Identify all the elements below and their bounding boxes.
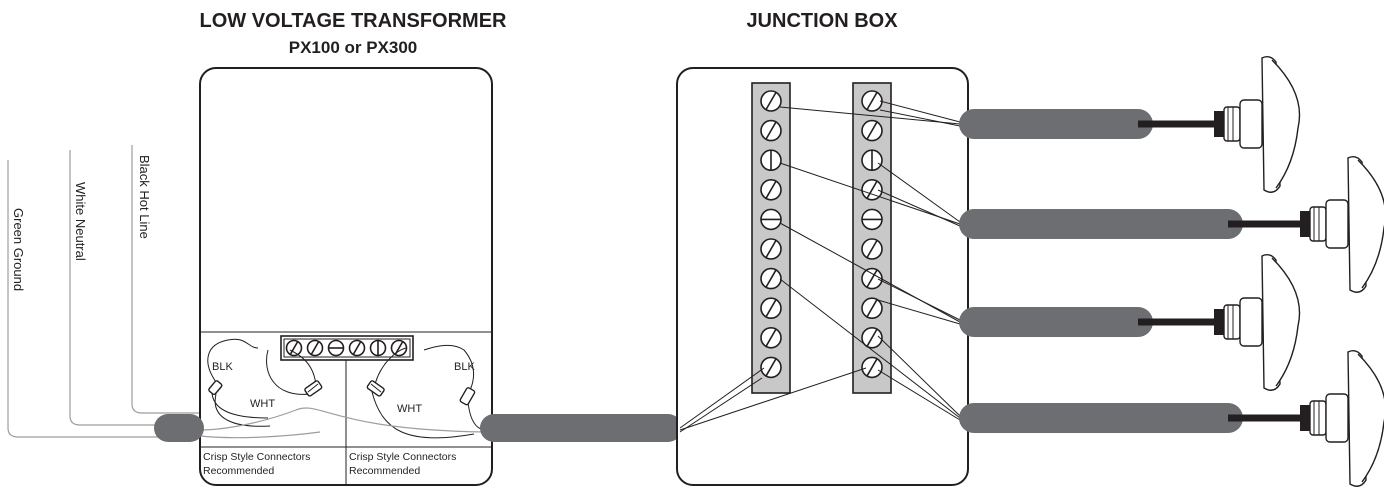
fixtures <box>1214 55 1384 487</box>
wire-nut-right-wht <box>366 380 385 397</box>
terminal-screw <box>760 208 782 231</box>
wire-nut-left-blk <box>208 380 223 396</box>
terminal-strip-left <box>751 82 791 394</box>
terminal-screw <box>861 356 883 379</box>
light-fixture <box>1214 253 1301 391</box>
left-blk-label: BLK <box>212 361 233 373</box>
terminal-screw <box>369 339 387 357</box>
junction-box-title: JUNCTION BOX <box>746 10 898 32</box>
terminal-screw <box>861 90 883 112</box>
left-connector-note-line2: Recommended <box>203 465 274 477</box>
supply-wires <box>7 145 200 438</box>
terminal-screw <box>760 356 782 379</box>
light-fixture <box>1300 155 1384 293</box>
right-connector-note-line1: Crisp Style Connectors <box>349 451 456 463</box>
transformer-internal-wires <box>199 338 491 439</box>
terminal-strip-right <box>852 82 892 394</box>
terminal-screw <box>760 326 782 349</box>
terminal-screw <box>861 238 883 260</box>
terminal-screw <box>861 326 883 349</box>
transformer-model: PX100 or PX300 <box>289 38 418 57</box>
terminal-screw <box>760 179 782 201</box>
terminal-screw <box>760 90 782 112</box>
junction-box <box>676 67 969 486</box>
terminal-screw <box>760 238 782 260</box>
wire-nut-right-blk <box>459 387 476 406</box>
terminal-screw <box>861 179 883 201</box>
right-blk-label: BLK <box>454 361 475 373</box>
terminal-screw <box>861 297 883 320</box>
terminal-screw <box>861 208 883 231</box>
transformer-terminal-block <box>280 335 414 361</box>
transformer-title: LOW VOLTAGE TRANSFORMER <box>199 10 507 32</box>
light-fixture <box>1300 349 1384 487</box>
terminal-screw <box>760 149 782 171</box>
right-connector-note-line2: Recommended <box>349 465 420 477</box>
terminal-screw <box>760 297 782 320</box>
white-neutral-label: White Neutral <box>73 182 88 261</box>
output-cables <box>959 109 1300 433</box>
junction-wiring <box>679 100 961 433</box>
black-hot-line-label: Black Hot Line <box>137 155 152 239</box>
left-wht-label: WHT <box>250 398 275 410</box>
terminal-screw <box>760 267 782 290</box>
wire-nut-left-wht <box>304 380 323 397</box>
green-ground-label: Green Ground <box>11 208 26 291</box>
terminal-screw <box>760 119 782 142</box>
terminal-screw <box>306 339 324 357</box>
right-wht-label: WHT <box>397 403 422 415</box>
terminal-screw <box>861 119 883 142</box>
light-fixture <box>1214 55 1301 193</box>
terminal-screw <box>861 149 883 171</box>
terminal-screw <box>861 267 883 290</box>
terminal-screw <box>327 339 345 357</box>
terminal-screw <box>285 339 303 357</box>
terminal-screw <box>348 339 366 357</box>
left-connector-note-line1: Crisp Style Connectors <box>203 451 310 463</box>
